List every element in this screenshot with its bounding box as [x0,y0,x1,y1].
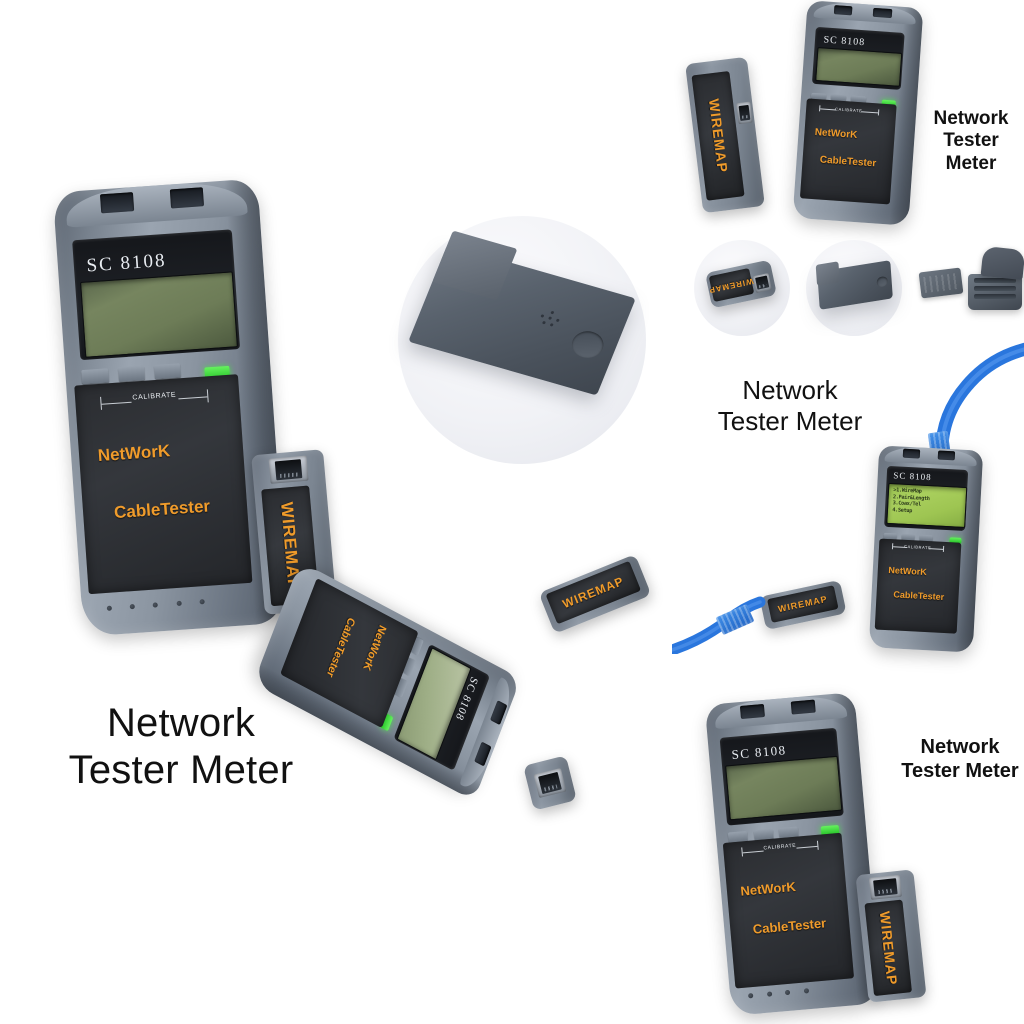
front-panel [874,538,962,634]
ethernet-plug-remote[interactable] [715,603,755,636]
rj45-port-1[interactable] [739,703,765,720]
caption-top-right: Network Tester Meter [933,108,1009,174]
brand-line-1: NetWorK [888,565,927,578]
battery-slot-2 [974,286,1016,291]
rj45-port-1[interactable] [833,4,853,16]
thumb-battery-compartment [918,245,1024,330]
rj45-hole [738,104,750,122]
ethernet-cable-top [935,342,1024,460]
rj45-hole [873,878,898,897]
bottom-right-meter: SC 8108 CALIBRATE NetWorK CableTester [704,692,882,1016]
bottom-center-wiremap-remote: WIREMAP [538,554,652,634]
function-button-1[interactable] [81,368,109,385]
caption-bottom-left: Network Tester Meter [68,701,294,793]
wiremap-label: WIREMAP [876,909,901,986]
rj45-jack[interactable] [868,874,902,900]
lcd-screen [725,756,843,821]
rj45-port-1[interactable] [100,192,135,214]
rj45-jack[interactable] [268,455,309,485]
lcd-screen [814,46,903,88]
rj45-port-2[interactable] [872,7,893,19]
bottom-center-wiremap-jack [523,755,577,811]
rj45-jack[interactable] [752,273,772,293]
top-right-wiremap-remote: WIREMAP [685,56,765,214]
main-device-front: SC 8108 CALIBRATE NetWorK CableTester [52,178,289,637]
caption-middle-right: Network Tester Meter [717,375,863,436]
rj45-port-1[interactable] [902,449,920,459]
rj45-hole [755,275,770,290]
meter-with-cables: SC 8108 >1.WireMap 2.Pair&Length 3.Coax/… [868,445,984,653]
lcd-screen [79,271,239,358]
caption-bottom-right: Network Tester Meter [901,736,1019,782]
lcd-menu: >1.WireMap 2.Pair&Length 3.Coax/Tel 4.Se… [892,487,964,524]
bottom-right-wiremap-remote: WIREMAP [855,869,927,1003]
rj45-port-2[interactable] [790,699,816,715]
rj45-port-2[interactable] [169,187,204,209]
battery-door[interactable] [980,245,1024,281]
wiremap-remote-with-cable: WIREMAP [759,579,847,631]
lcd-screen: >1.WireMap 2.Pair&Length 3.Coax/Tel 4.Se… [886,483,968,528]
battery-slot-3 [974,294,1016,299]
wiremap-label: WIREMAP [777,593,829,615]
function-button-3[interactable] [153,363,182,380]
rj45-port-2[interactable] [937,450,956,461]
remote-unit-notch [815,261,841,287]
front-panel [799,98,897,205]
plug-boot [715,603,755,636]
wiremap-label: WIREMAP [707,276,755,295]
function-button-2[interactable] [117,365,146,382]
rj45-hole [538,772,562,794]
model-label: SC 8108 [893,470,932,483]
wiremap-label: WIREMAP [705,97,731,174]
rj45-hole [274,459,303,481]
rj45-jack[interactable] [736,101,753,125]
top-right-meter: SC 8108 CALIBRATE NetWorK CableTester [792,0,924,226]
battery-lid[interactable] [918,267,964,299]
battery-slot-1 [974,278,1016,283]
